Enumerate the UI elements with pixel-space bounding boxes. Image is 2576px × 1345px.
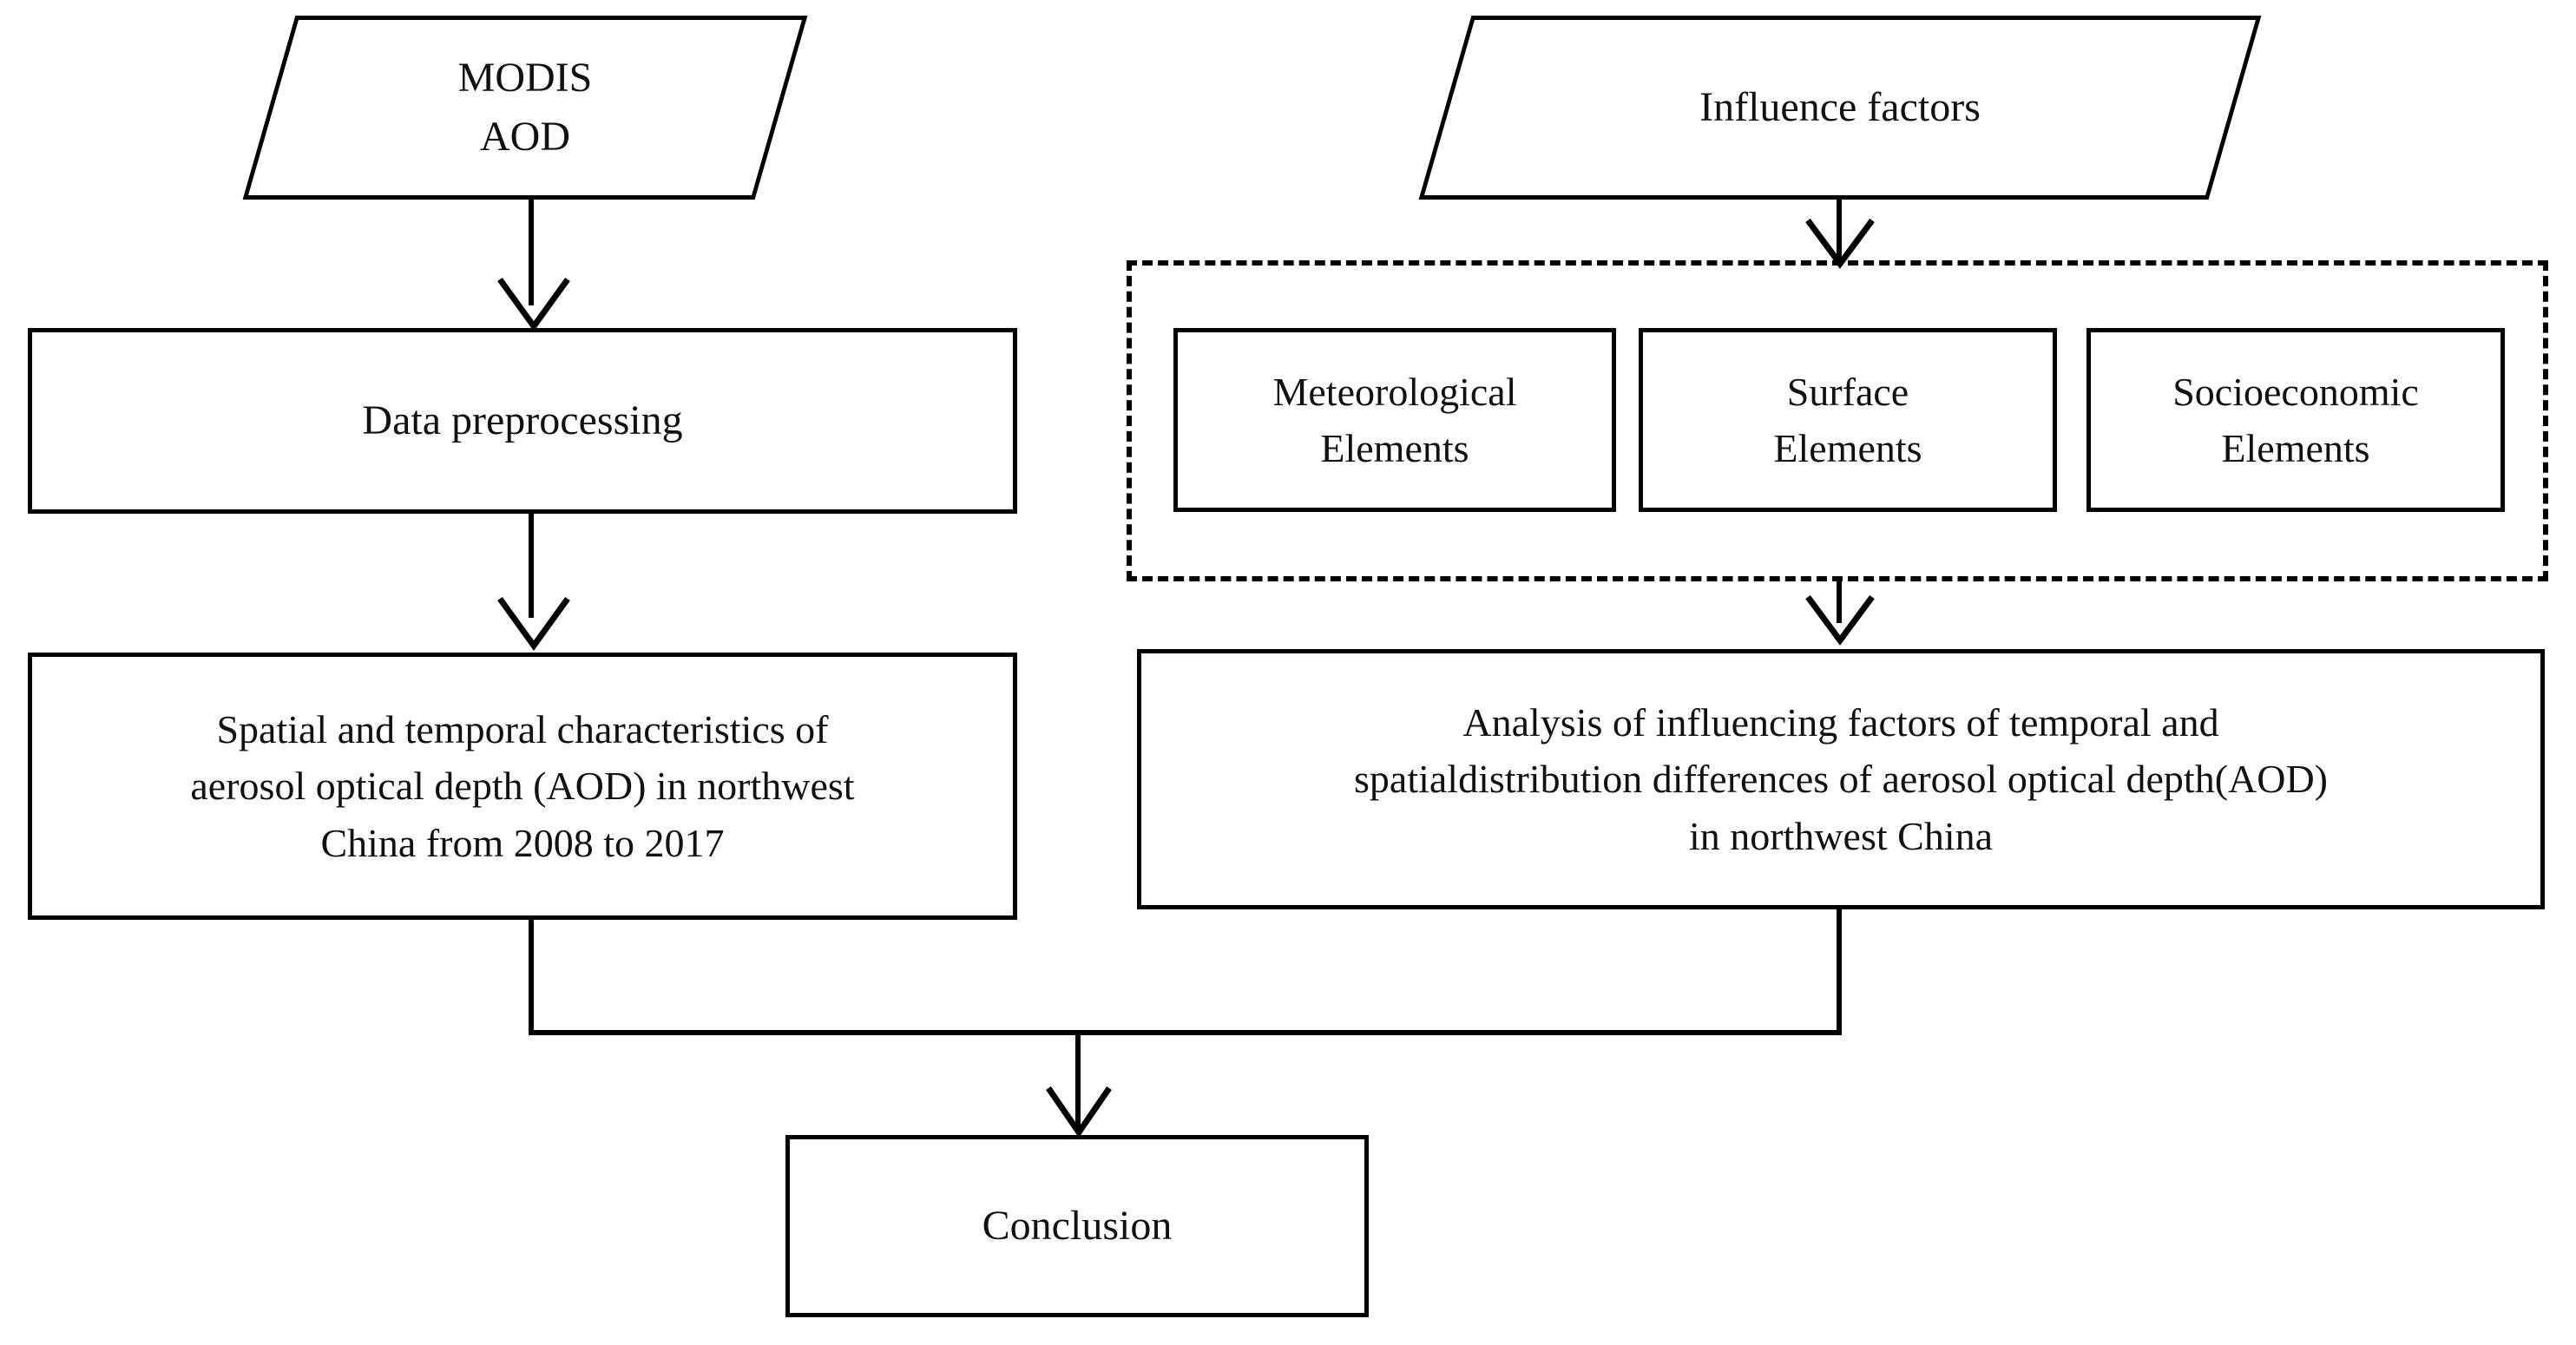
node-modis-aod[interactable]: MODIS AOD [242,16,808,200]
edge-spatial-to-merge-vline [529,920,534,1035]
node-data-preprocessing-label: Data preprocessing [362,397,683,443]
node-meteorological-elements[interactable]: Meteorological Elements [1173,328,1616,512]
edge-influence-to-group-line [1837,200,1842,266]
edge-group-to-analysis-line [1837,581,1842,623]
edge-merge-to-conclusion-vline [1075,1030,1081,1132]
node-surface-elements[interactable]: Surface Elements [1639,328,2057,512]
node-factor-group-container [1127,260,2548,581]
edge-modis-to-preprocessing-line [529,200,534,305]
edge-preprocessing-to-spatial-line [529,514,534,618]
node-spatial-temporal-characteristics-label: Spatial and temporal characteristics of … [190,707,855,865]
node-surface-elements-label: Surface Elements [1773,369,1922,470]
node-conclusion[interactable]: Conclusion [785,1135,1369,1317]
node-modis-aod-label: MODIS AOD [457,54,593,160]
node-influence-factors[interactable]: Influence factors [1418,16,2262,200]
node-spatial-temporal-characteristics[interactable]: Spatial and temporal characteristics of … [28,653,1017,920]
node-influence-factors-label: Influence factors [1699,83,1981,130]
node-socioeconomic-elements-label: Socioeconomic Elements [2172,369,2419,470]
node-meteorological-elements-label: Meteorological Elements [1272,369,1517,470]
node-data-preprocessing[interactable]: Data preprocessing [28,328,1017,514]
node-influencing-analysis[interactable]: Analysis of influencing factors of tempo… [1137,649,2545,909]
edge-merge-horizontal-line [529,1030,1842,1035]
node-conclusion-label: Conclusion [982,1202,1173,1249]
node-influencing-analysis-label: Analysis of influencing factors of tempo… [1354,700,2328,858]
edge-analysis-to-merge-vline [1837,909,1842,1035]
node-socioeconomic-elements[interactable]: Socioeconomic Elements [2086,328,2505,512]
